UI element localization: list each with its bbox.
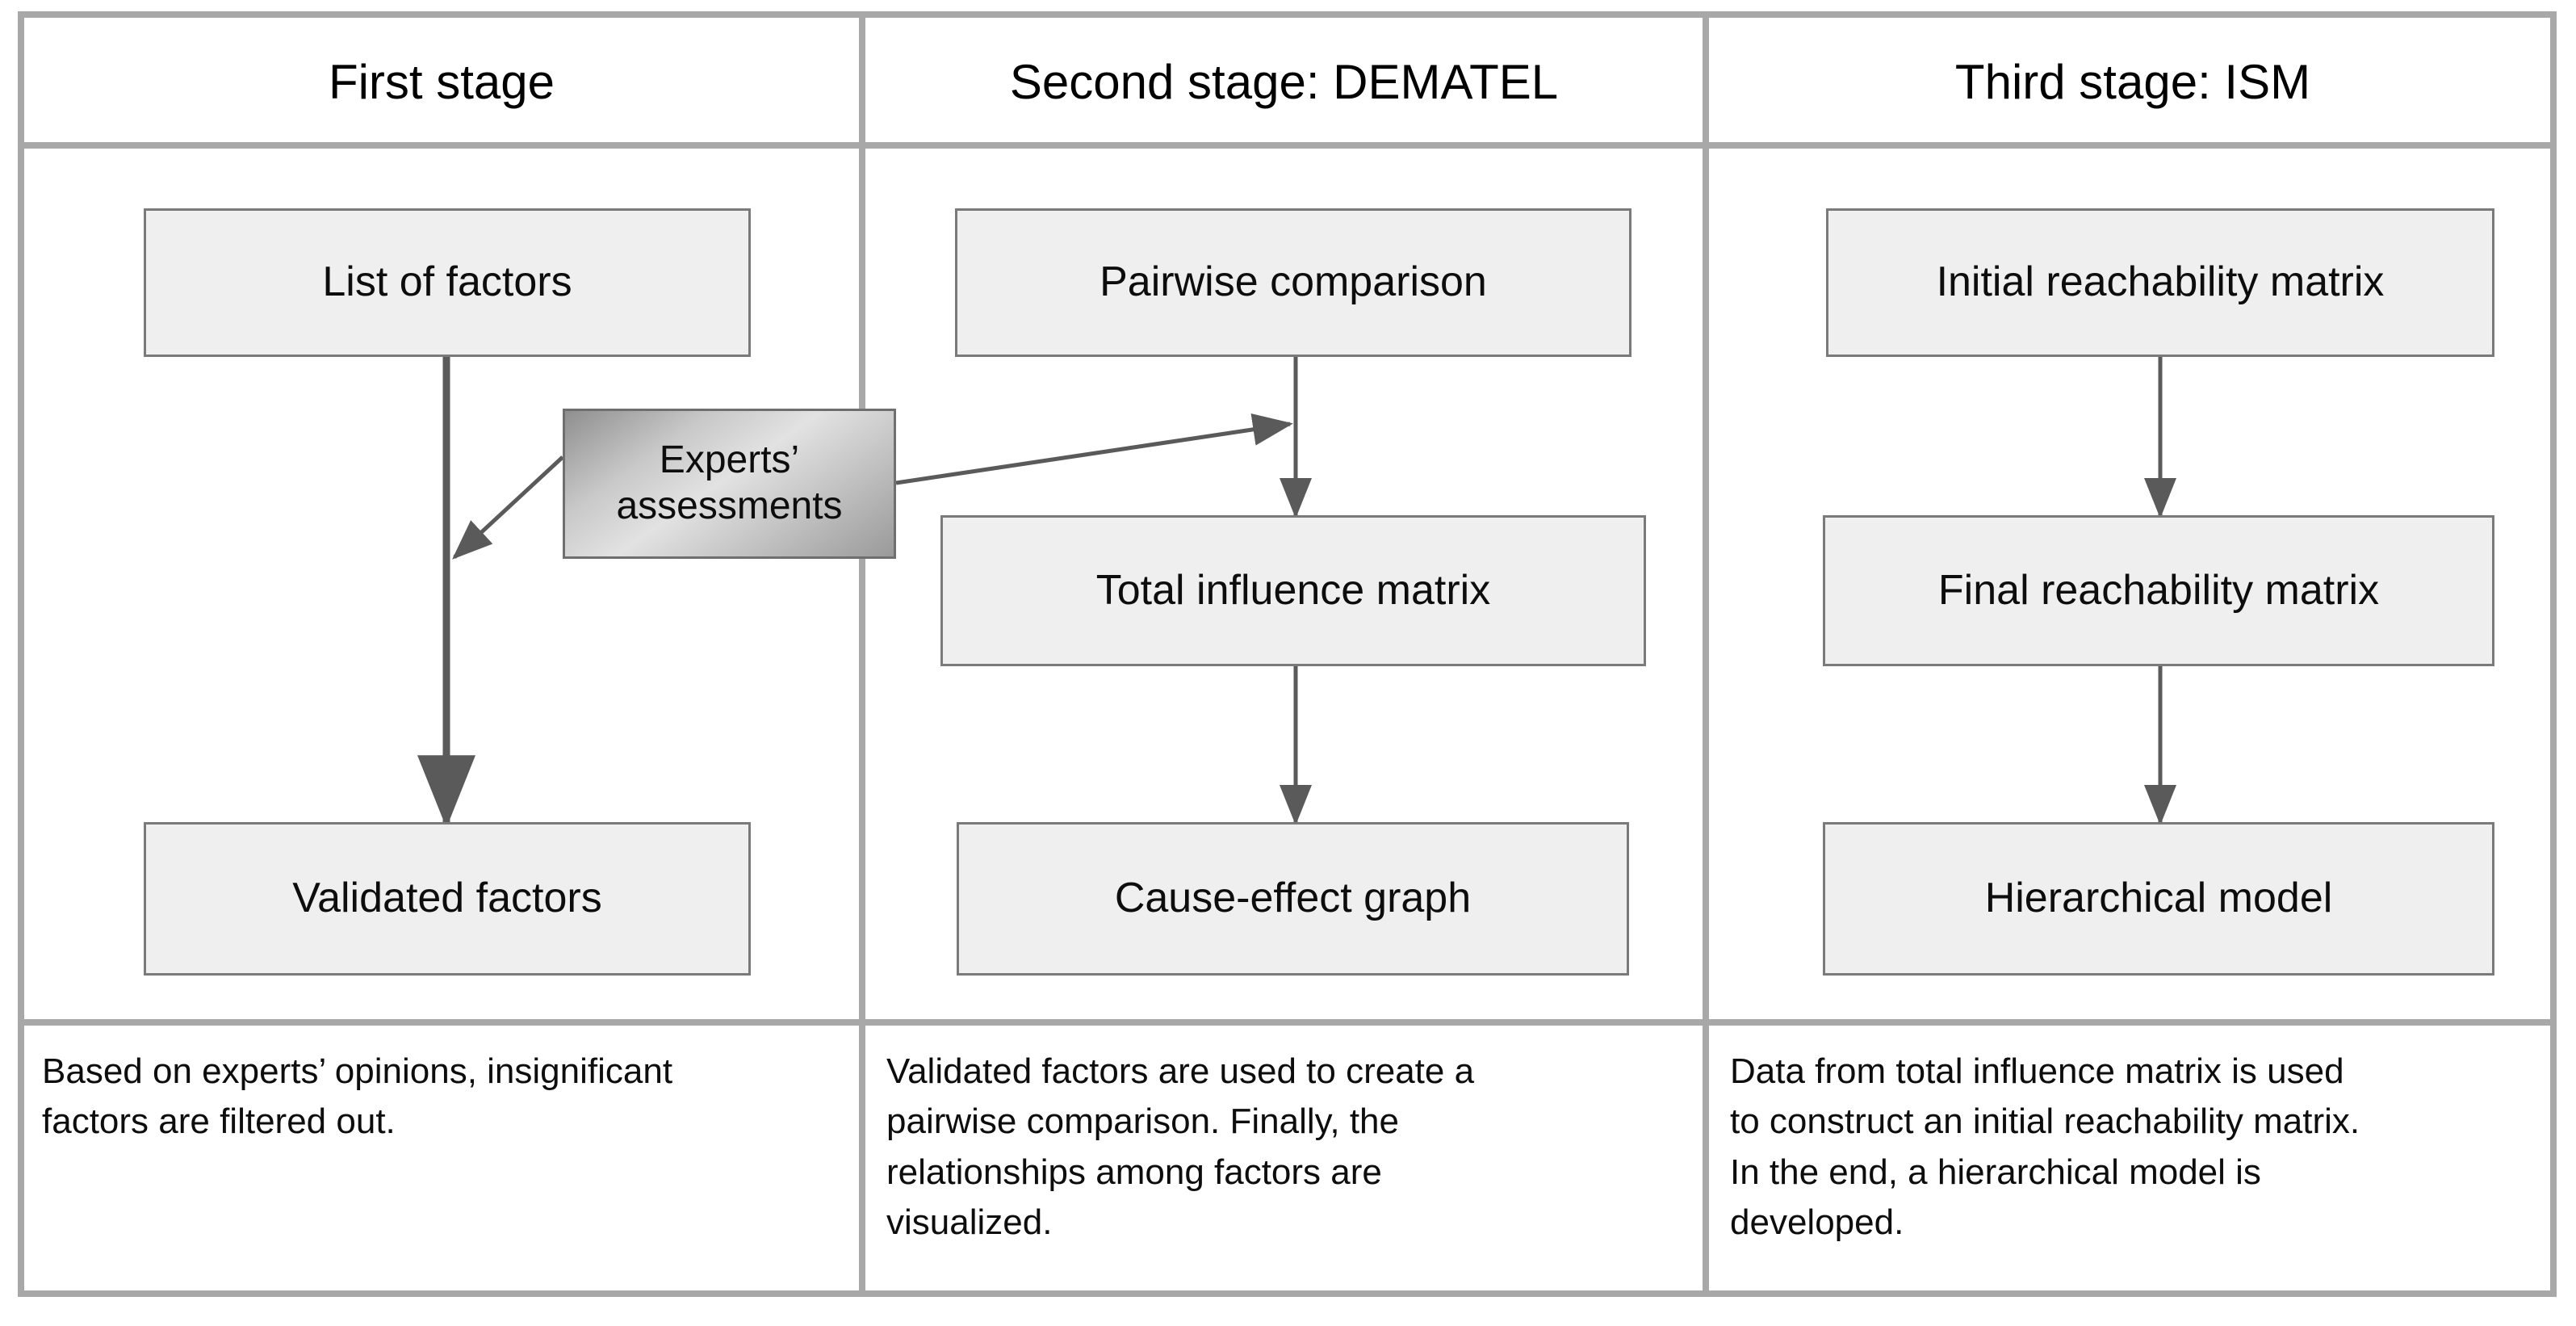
- node-cause-effect-graph[interactable]: Cause-effect graph: [957, 822, 1629, 976]
- node-validated-factors[interactable]: Validated factors: [144, 822, 751, 976]
- node-initial-reachability-matrix[interactable]: Initial reachability matrix: [1826, 208, 2494, 357]
- node-total-influence-matrix-label: Total influence matrix: [1095, 566, 1491, 614]
- description-third-stage: Data from total influence matrix is used…: [1730, 1051, 2360, 1243]
- node-list-of-factors-label: List of factors: [322, 258, 572, 306]
- grid-rule-column-2-3: [1703, 11, 1709, 1297]
- description-first-stage: Based on experts’ opinions, insignifican…: [42, 1051, 673, 1142]
- stage-header-first: First stage: [24, 18, 859, 147]
- node-hierarchical-model-label: Hierarchical model: [1984, 875, 2333, 922]
- node-list-of-factors[interactable]: List of factors: [144, 208, 751, 357]
- node-initial-reachability-matrix-label: Initial reachability matrix: [1936, 258, 2385, 306]
- stage-header-third: Third stage: ISM: [1709, 18, 2557, 147]
- node-final-reachability-matrix[interactable]: Final reachability matrix: [1823, 515, 2494, 666]
- grid-rule-header-bottom: [18, 142, 2557, 149]
- node-total-influence-matrix[interactable]: Total influence matrix: [940, 515, 1646, 666]
- grid-rule-body-bottom: [18, 1019, 2557, 1026]
- stage-header-second-label: Second stage: DEMATEL: [1009, 55, 1559, 109]
- node-cause-effect-graph-label: Cause-effect graph: [1114, 875, 1472, 922]
- node-validated-factors-label: Validated factors: [292, 875, 602, 922]
- node-experts-assessments-label: Experts’ assessments: [616, 439, 843, 527]
- node-pairwise-comparison[interactable]: Pairwise comparison: [955, 208, 1631, 357]
- stage-header-second: Second stage: DEMATEL: [865, 18, 1703, 147]
- node-hierarchical-model[interactable]: Hierarchical model: [1823, 822, 2494, 976]
- node-pairwise-comparison-label: Pairwise comparison: [1100, 258, 1487, 306]
- grid-rule-column-1-2: [859, 11, 865, 1297]
- node-experts-assessments[interactable]: Experts’ assessments: [563, 409, 896, 559]
- node-final-reachability-matrix-label: Final reachability matrix: [1937, 566, 2380, 614]
- stage-header-third-label: Third stage: ISM: [1954, 55, 2311, 109]
- stage-header-first-label: First stage: [328, 55, 555, 109]
- description-second-stage: Validated factors are used to create a p…: [886, 1051, 1475, 1243]
